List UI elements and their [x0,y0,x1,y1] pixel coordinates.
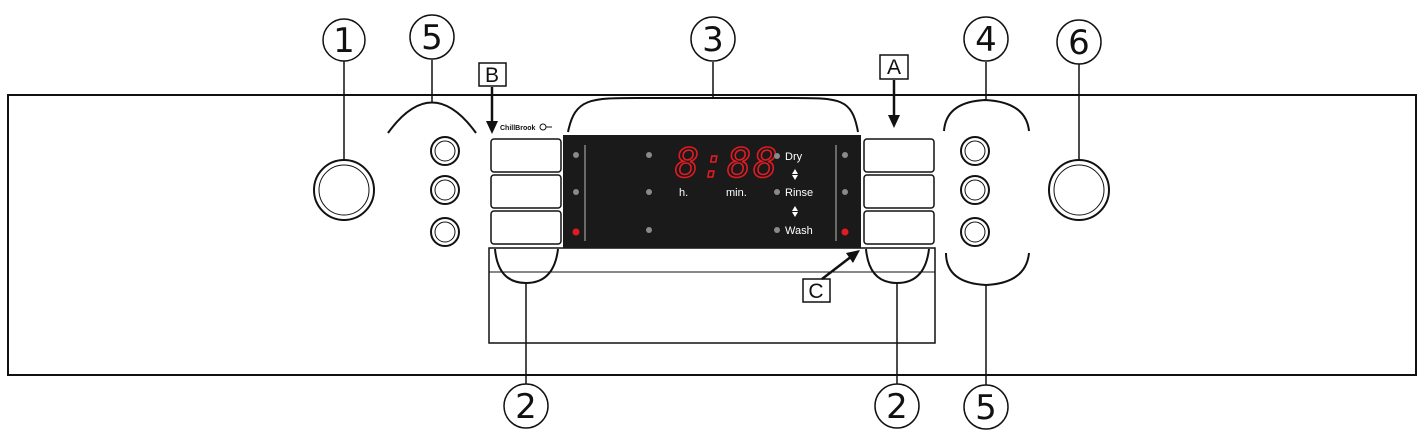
right-indicator-led-2 [842,189,848,195]
start-button[interactable] [1048,159,1110,221]
svg-text:2: 2 [515,387,537,427]
left-option-button-1[interactable] [430,136,460,166]
phase-arrow-upper-icon [792,169,798,180]
bracket-4 [943,98,1030,132]
right-program-button-3[interactable] [863,210,935,245]
brand-text: ChillBrook [500,125,535,132]
right-option-button-2[interactable] [960,175,990,205]
svg-text:A: A [887,56,901,79]
callout-3: 3 [690,16,736,62]
key-icon [539,123,552,131]
display-led-1 [646,152,652,158]
right-program-button-2[interactable] [863,174,935,209]
minutes-unit-label: min. [726,187,747,199]
display-led-2 [646,189,652,195]
wash-phase-label: Wash [785,225,813,237]
left-program-button-3[interactable] [490,210,562,245]
callout-4: 4 [963,16,1009,62]
left-program-button-1[interactable] [490,138,562,173]
left-program-buttons [490,138,562,245]
callout-1: 1 [322,18,366,62]
left-indicator-led-1 [573,152,579,158]
time-readout: 8:88 [675,141,779,187]
rinse-phase-led [774,189,780,195]
label-a: A [879,54,909,80]
right-option-button-3[interactable] [960,217,990,247]
dry-phase-label: Dry [785,151,803,163]
svg-text:5: 5 [975,388,997,428]
phase-arrow-lower-icon [792,206,798,217]
left-option-button-2[interactable] [430,175,460,205]
svg-text:3: 3 [702,20,724,60]
label-b: B [478,62,507,87]
right-option-buttons [960,136,990,247]
right-program-button-1[interactable] [863,138,935,173]
bracket-3 [567,97,859,133]
svg-text:4: 4 [975,20,997,60]
display-panel [563,135,861,248]
right-program-buttons [863,138,935,245]
svg-text:1: 1 [333,21,355,61]
main-switch-button[interactable] [313,159,375,221]
right-indicator-led-3 [841,228,849,236]
label-c: C [802,278,831,303]
arrow-a-icon [888,80,900,128]
bracket-5-bottom [945,252,1030,287]
svg-text:B: B [485,64,499,87]
right-indicator-led-1 [842,152,848,158]
arrow-c-icon [821,250,860,280]
rinse-phase-label: Rinse [785,187,813,199]
callout-6: 6 [1056,19,1102,65]
callout-5-top: 5 [409,14,455,60]
dry-phase-led [774,153,780,159]
left-indicator-led-2 [573,189,579,195]
hours-unit-label: h. [679,187,688,199]
callout-2-left: 2 [503,383,549,429]
svg-text:2: 2 [886,387,908,427]
wash-phase-led [774,227,780,233]
right-option-button-1[interactable] [960,136,990,166]
left-program-button-2[interactable] [490,174,562,209]
callout-2-right: 2 [874,383,920,429]
left-option-button-3[interactable] [430,217,460,247]
bracket-5-top [387,101,477,134]
svg-text:5: 5 [421,18,443,58]
display-led-3 [646,227,652,233]
svg-text:C: C [808,280,823,303]
left-indicator-led-3 [572,228,580,236]
arrow-b-icon [486,87,498,134]
svg-text:6: 6 [1068,23,1090,63]
left-option-buttons [430,136,460,247]
callout-5-bottom: 5 [963,384,1009,430]
